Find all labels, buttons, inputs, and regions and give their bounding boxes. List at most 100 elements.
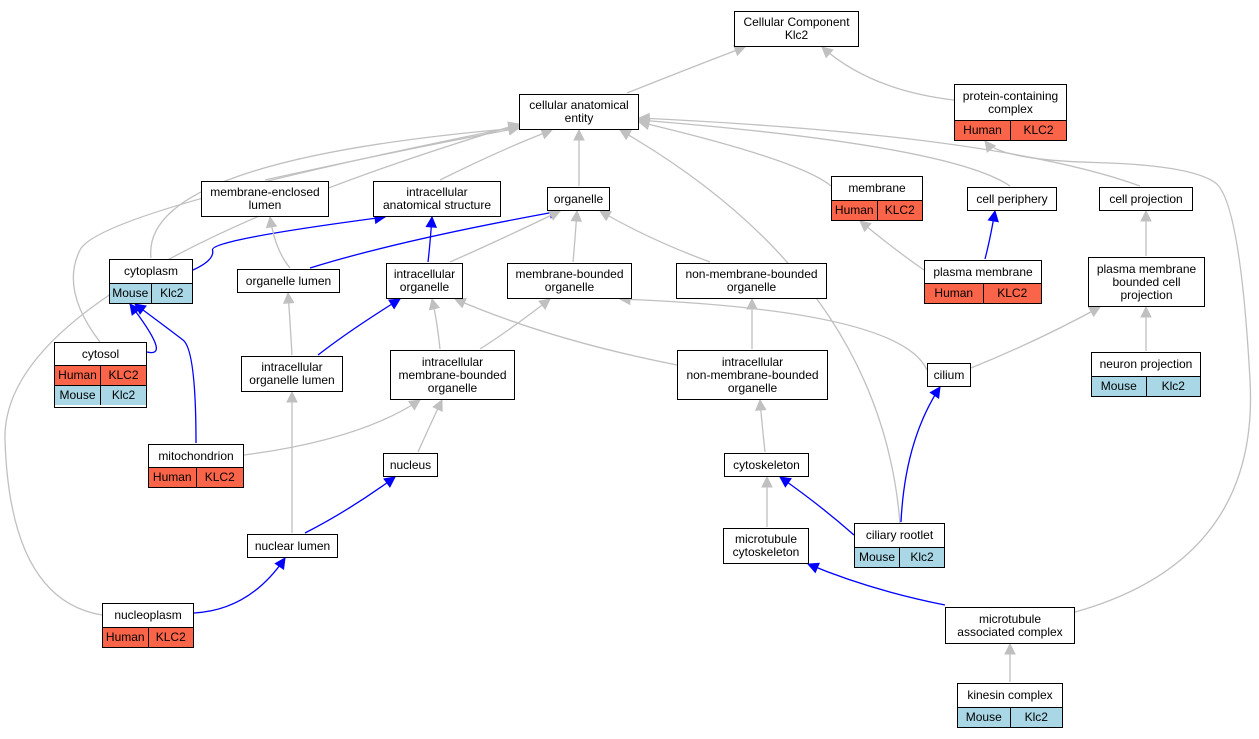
- edge-part_of: [807, 563, 946, 606]
- node-mitochondrion[interactable]: mitochondrion Human KLC2: [148, 444, 244, 488]
- node-label: cytoplasm: [123, 264, 179, 278]
- node-label: Cellular Component Klc2: [743, 15, 850, 42]
- edge-is_a: [984, 140, 1252, 613]
- node-cellular-anatomical-entity[interactable]: cellular anatomical entity: [519, 94, 639, 130]
- edge-is_a: [970, 306, 1101, 369]
- edge-is_a: [638, 121, 832, 187]
- node-label: intracellular organelle lumen: [249, 360, 335, 387]
- node-label: membrane-bounded organelle: [515, 267, 624, 294]
- edge-arrowhead: [507, 121, 521, 133]
- species-row: Mouse Klc2: [1092, 376, 1200, 396]
- node-cytoplasm[interactable]: cytoplasm Mouse Klc2: [109, 259, 193, 304]
- node-cilium[interactable]: cilium: [927, 363, 971, 387]
- node-label: membrane: [848, 181, 906, 195]
- edge-part_of: [779, 476, 855, 536]
- node-nucleoplasm[interactable]: nucleoplasm Human KLC2: [102, 603, 194, 648]
- edge-arrowhead: [1088, 306, 1101, 318]
- node-label: plasma membrane bounded cell projection: [1096, 261, 1197, 302]
- node-protein-containing-complex[interactable]: protein-containing complex Human KLC2: [954, 84, 1067, 141]
- node-cell-projection[interactable]: cell projection: [1099, 187, 1193, 211]
- node-ciliary-rootlet[interactable]: ciliary rootlet Mouse Klc2: [854, 523, 945, 568]
- node-label: kinesin complex: [967, 688, 1053, 702]
- node-non-membrane-bounded-organelle[interactable]: non-membrane-bounded organelle: [676, 263, 827, 299]
- node-intracellular-membrane-bounded-organelle[interactable]: intracellular membrane-bounded organelle: [390, 350, 515, 400]
- node-label: neuron projection: [1099, 357, 1193, 371]
- node-membrane-enclosed-lumen[interactable]: membrane-enclosed lumen: [201, 181, 329, 217]
- node-label: membrane-enclosed lumen: [210, 185, 320, 212]
- edge-arrowhead: [733, 45, 747, 57]
- species-tag: Human: [149, 468, 196, 487]
- node-label: organelle lumen: [245, 273, 332, 288]
- node-nucleus[interactable]: nucleus: [383, 453, 438, 477]
- node-membrane-bounded-organelle[interactable]: membrane-bounded organelle: [507, 263, 632, 299]
- node-membrane[interactable]: membrane Human KLC2: [831, 176, 923, 221]
- node-intracellular-organelle-lumen[interactable]: intracellular organelle lumen: [241, 356, 343, 392]
- edge-arrowhead: [984, 140, 997, 153]
- node-label: nuclear lumen: [254, 538, 331, 553]
- node-intracellular-organelle[interactable]: intracellular organelle: [386, 263, 463, 299]
- node-cell-periphery[interactable]: cell periphery: [967, 187, 1057, 211]
- edge-arrowhead: [425, 215, 438, 228]
- edge-arrowhead: [432, 398, 443, 412]
- gene-tag: Klc2: [150, 284, 192, 303]
- gene-tag: Klc2: [899, 548, 944, 567]
- edge-arrowhead: [929, 386, 941, 399]
- node-plasma-membrane[interactable]: plasma membrane Human KLC2: [924, 260, 1042, 304]
- node-label: protein-containing complex: [962, 88, 1059, 116]
- node-label: cytoskeleton: [733, 457, 800, 472]
- edge-arrowhead: [286, 390, 298, 403]
- node-cytosol[interactable]: cytosol Human KLC2 Mouse Klc2: [54, 342, 147, 408]
- edge-is_a: [439, 129, 553, 181]
- edge-part_of: [304, 476, 396, 534]
- species-tag: Mouse: [855, 548, 899, 567]
- node-label: cell periphery: [976, 191, 1048, 206]
- species-row: Human KLC2: [103, 627, 193, 647]
- edge-arrowhead: [761, 475, 773, 488]
- species-tag: Human: [955, 121, 1010, 140]
- node-intracellular-non-membrane-bounded-organelle[interactable]: intracellular non-membrane-bounded organ…: [677, 350, 828, 400]
- node-label: nucleus: [389, 457, 432, 472]
- edge-part_of: [317, 298, 401, 356]
- gene-tag: Klc2: [1009, 708, 1062, 727]
- edge-arrowhead: [383, 476, 396, 488]
- node-organelle[interactable]: organelle: [547, 187, 610, 211]
- edge-is_a: [243, 399, 421, 456]
- node-kinesin-complex[interactable]: kinesin complex Mouse Klc2: [957, 683, 1063, 728]
- species-tag: Human: [55, 366, 100, 385]
- node-cellular-component[interactable]: Cellular Component Klc2: [734, 11, 859, 47]
- edge-arrowhead: [408, 399, 421, 411]
- edge-arrowhead: [987, 209, 999, 223]
- node-intracellular-anatomical-structure[interactable]: intracellular anatomical structure: [373, 181, 501, 217]
- node-label: intracellular anatomical structure: [382, 185, 492, 212]
- species-row: Human KLC2: [55, 365, 146, 385]
- node-plasma-membrane-bounded-cell-projection[interactable]: plasma membrane bounded cell projection: [1088, 257, 1205, 307]
- node-nuclear-lumen[interactable]: nuclear lumen: [247, 534, 338, 558]
- edge-arrowhead: [265, 215, 278, 229]
- edge-arrowhead: [282, 291, 295, 304]
- node-label: microtubule cytoskeleton: [732, 532, 800, 559]
- species-row: Human KLC2: [832, 200, 922, 220]
- node-microtubule-cytoskeleton[interactable]: microtubule cytoskeleton: [723, 528, 809, 564]
- edge-arrowhead: [806, 562, 820, 574]
- edge-arrowhead: [637, 112, 650, 125]
- edge-arrowhead: [1004, 642, 1016, 655]
- edge-is_a: [619, 298, 928, 371]
- edge-arrowhead: [388, 298, 401, 310]
- node-organelle-lumen[interactable]: organelle lumen: [237, 269, 340, 293]
- edge-is_a: [449, 210, 561, 263]
- node-neuron-projection[interactable]: neuron projection Mouse Klc2: [1091, 352, 1201, 397]
- gene-tag: KLC2: [876, 201, 922, 220]
- node-microtubule-associated-complex[interactable]: microtubule associated complex: [945, 607, 1075, 644]
- node-label: cellular anatomical entity: [529, 98, 629, 125]
- edge-is_a: [454, 298, 678, 366]
- species-tag: Human: [925, 284, 983, 303]
- species-row: Human KLC2: [955, 120, 1066, 140]
- edge-arrowhead: [570, 209, 583, 222]
- edge-arrowhead: [779, 476, 792, 488]
- species-row: Mouse Klc2: [55, 385, 146, 405]
- node-label: microtubule associated complex: [957, 611, 1063, 639]
- edge-is_a: [150, 127, 520, 259]
- node-cytoskeleton[interactable]: cytoskeleton: [724, 453, 809, 477]
- edge-is_a: [859, 220, 925, 271]
